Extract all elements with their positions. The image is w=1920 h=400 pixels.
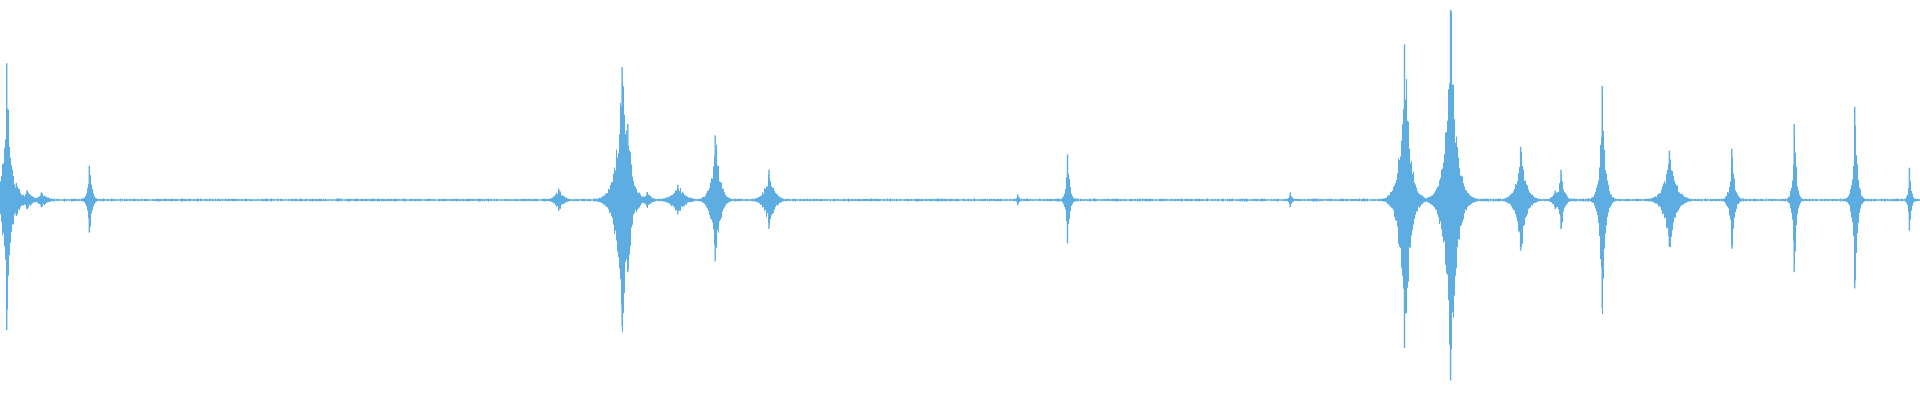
waveform-bursts [5, 10, 1911, 381]
waveform-trace [0, 11, 1920, 377]
